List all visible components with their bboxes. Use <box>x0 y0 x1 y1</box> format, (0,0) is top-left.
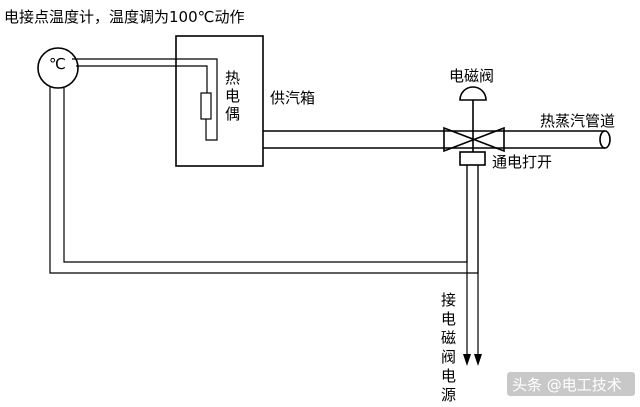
watermark: 头条 @电工技术 <box>512 376 622 394</box>
thermometer-symbol: ℃ <box>49 55 66 73</box>
valve-body-right <box>471 126 505 153</box>
supply-box <box>175 35 264 167</box>
valve-actuator <box>459 86 487 101</box>
thermocouple-lead-outer <box>72 58 218 141</box>
valve-power-label: 接 电 磁 阀 电 源 <box>441 291 461 404</box>
diagram-title: 电接点温度计，温度调为100℃动作 <box>4 8 244 26</box>
arrow-down-icon <box>474 354 482 366</box>
thermometer-gauge <box>37 47 79 89</box>
thermocouple-char-2: 电 <box>225 87 240 105</box>
thermocouple-char-3: 偶 <box>225 105 240 123</box>
wire-return <box>49 86 479 274</box>
power-on-open-label: 通电打开 <box>492 153 552 171</box>
thermocouple-char-1: 热 <box>225 69 240 87</box>
solenoid-valve-label: 电磁阀 <box>449 67 494 85</box>
steam-pipe-label: 热蒸汽管道 <box>540 112 615 130</box>
wire-signal <box>63 88 468 263</box>
valve-body-left <box>443 126 477 153</box>
thermocouple-lead-inner <box>76 65 208 93</box>
arrow-down-icon <box>463 354 471 366</box>
supply-box-label: 供汽箱 <box>270 89 315 107</box>
watermark-bg <box>507 372 635 396</box>
steam-pipe-end <box>599 130 611 149</box>
thermocouple-element <box>200 92 212 120</box>
valve-coil <box>459 151 486 166</box>
thermocouple-label: 热 电 偶 <box>225 69 245 123</box>
